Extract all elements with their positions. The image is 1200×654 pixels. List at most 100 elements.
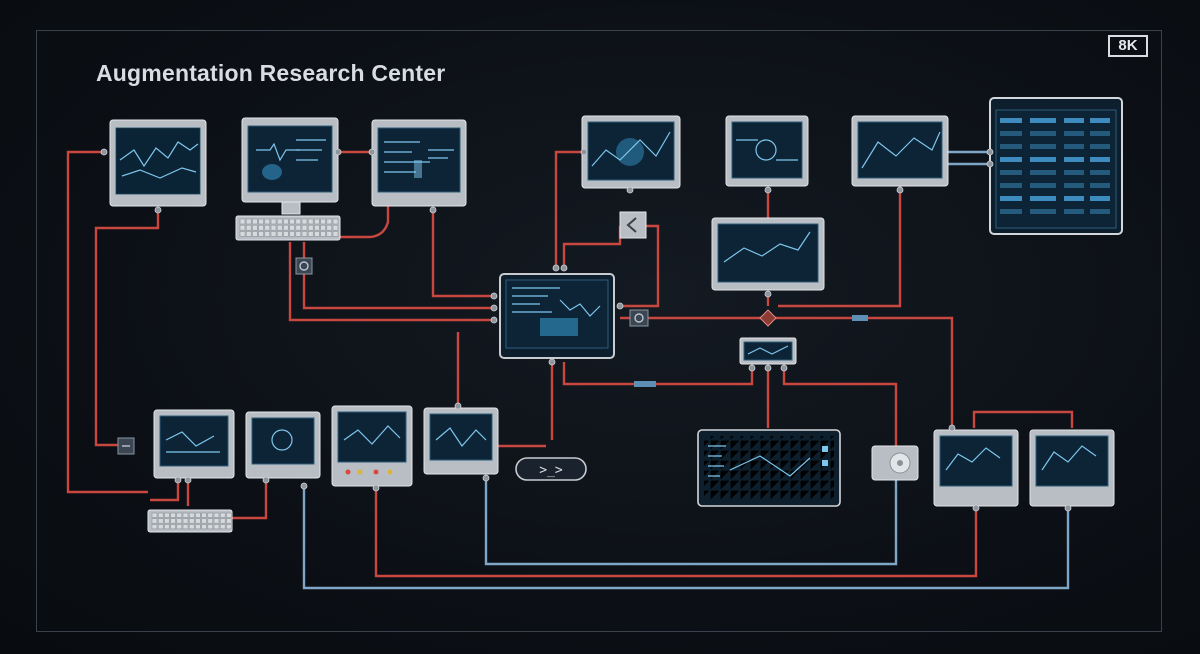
keyboard-key bbox=[201, 512, 207, 518]
monitor-3[interactable] bbox=[368, 119, 467, 214]
keyboard-key bbox=[326, 218, 333, 225]
keyboard-key bbox=[276, 224, 283, 231]
keyboard-key bbox=[289, 224, 295, 231]
monitor-12[interactable] bbox=[423, 402, 499, 482]
monitor-9[interactable] bbox=[153, 409, 235, 484]
device-icon[interactable] bbox=[117, 437, 135, 455]
keyboard-key bbox=[332, 231, 339, 237]
keyboard-key bbox=[252, 224, 258, 231]
keyboard-key bbox=[252, 218, 258, 225]
wire-m9-kb2 bbox=[150, 478, 180, 502]
keyboard-key bbox=[213, 518, 220, 524]
keyboard-key bbox=[307, 224, 314, 231]
monitor-7[interactable] bbox=[851, 115, 949, 194]
dashboard-cell bbox=[1000, 157, 1022, 162]
monitor-13[interactable] bbox=[933, 424, 1019, 512]
keyboard-key bbox=[207, 518, 214, 524]
wire-m3-hub bbox=[431, 208, 494, 298]
dashboard-cell bbox=[1000, 183, 1022, 188]
keyboard-key bbox=[332, 218, 339, 225]
keyboard-key bbox=[320, 224, 326, 231]
blue-wires bbox=[302, 150, 1070, 590]
wire-hub-node2 bbox=[562, 362, 754, 386]
dashboard-cell bbox=[1064, 170, 1084, 175]
keyboard-key bbox=[195, 518, 201, 524]
keyboard-key bbox=[170, 512, 176, 518]
dashboard-cell bbox=[1064, 157, 1084, 162]
disk-drive-icon[interactable] bbox=[871, 445, 919, 481]
keyboard-key bbox=[182, 518, 189, 524]
dashboard-cell bbox=[1090, 209, 1110, 214]
keyboard-key bbox=[151, 512, 158, 518]
keyboard-key bbox=[326, 231, 333, 237]
wire-bottom-red bbox=[374, 486, 978, 578]
wire-m1-bottom-down bbox=[94, 208, 160, 447]
keyboard-key bbox=[307, 218, 314, 225]
dashboard-cell bbox=[1090, 144, 1110, 149]
keyboard-key bbox=[176, 524, 183, 530]
status-display[interactable] bbox=[739, 337, 797, 372]
monitor-10[interactable] bbox=[245, 411, 321, 484]
chevron-left-icon[interactable] bbox=[619, 211, 647, 239]
keyboard-key bbox=[164, 518, 170, 524]
dashboard-monitor[interactable] bbox=[986, 97, 1123, 235]
keyboard-key bbox=[245, 218, 252, 225]
keyboard-key bbox=[226, 512, 232, 518]
keyboard-key bbox=[283, 224, 289, 231]
keyboard-key bbox=[258, 224, 264, 231]
keyboard-key bbox=[314, 224, 320, 231]
keyboard-key bbox=[289, 218, 295, 225]
keyboard-key bbox=[314, 231, 320, 237]
keyboard-icon[interactable] bbox=[235, 215, 341, 241]
junction-node bbox=[759, 309, 777, 327]
cloud-icon[interactable] bbox=[629, 309, 649, 327]
keyboard-key bbox=[301, 218, 308, 225]
keyboard-key bbox=[283, 218, 289, 225]
keyboard-key bbox=[157, 518, 164, 524]
keyboard-key bbox=[157, 512, 164, 518]
monitor-2[interactable] bbox=[241, 117, 342, 215]
keyboard-key bbox=[270, 218, 277, 225]
dashboard-cell bbox=[1064, 209, 1084, 214]
monitor-5[interactable] bbox=[725, 115, 809, 194]
central-hub-monitor[interactable] bbox=[490, 264, 624, 366]
large-analysis-screen[interactable] bbox=[697, 429, 841, 507]
dashboard-cell bbox=[1030, 157, 1056, 162]
monitor-1[interactable] bbox=[100, 119, 207, 214]
monitor-14[interactable] bbox=[1029, 429, 1115, 512]
keyboard-key bbox=[295, 231, 302, 237]
keyboard-key bbox=[176, 518, 183, 524]
keyboard-key bbox=[258, 231, 264, 237]
wire-node2-right bbox=[782, 368, 898, 446]
monitor-4[interactable] bbox=[580, 115, 681, 194]
keyboard-key bbox=[258, 218, 264, 225]
keyboard-key bbox=[182, 524, 189, 530]
keyboard-key bbox=[207, 524, 214, 530]
monitor-11[interactable] bbox=[300, 405, 413, 492]
keyboard-icon-2[interactable] bbox=[147, 509, 233, 533]
capsule-label: >_> bbox=[539, 463, 563, 478]
keyboard-key bbox=[188, 518, 195, 524]
keyboard-key bbox=[195, 524, 201, 530]
dashboard-cell bbox=[1030, 118, 1056, 123]
wire-bottom-inner bbox=[484, 476, 898, 566]
keyboard-key bbox=[207, 512, 214, 518]
keyboard-key bbox=[170, 518, 176, 524]
monitor-6[interactable] bbox=[711, 217, 825, 298]
keyboard-key bbox=[245, 224, 252, 231]
dashboard-cell bbox=[1064, 144, 1084, 149]
keyboard-key bbox=[264, 224, 271, 231]
terminal-capsule-icon[interactable]: >_> bbox=[515, 457, 587, 481]
keyboard-key bbox=[151, 518, 158, 524]
keyboard-key bbox=[301, 231, 308, 237]
diagram-border bbox=[36, 30, 1162, 632]
keyboard-key bbox=[320, 231, 326, 237]
keyboard-key bbox=[314, 218, 320, 225]
dashboard-cell bbox=[1064, 196, 1084, 201]
wire-hub-right bbox=[620, 316, 954, 428]
settings-gear-icon[interactable] bbox=[295, 257, 313, 275]
dashboard-cell bbox=[1090, 170, 1110, 175]
dashboard-cell bbox=[1000, 118, 1022, 123]
